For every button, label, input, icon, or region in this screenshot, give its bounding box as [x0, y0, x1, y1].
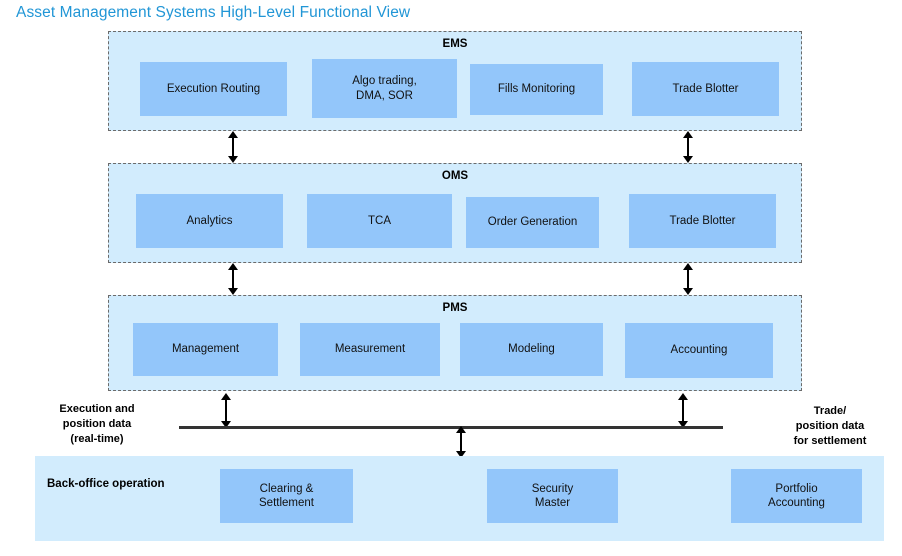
node-algo-trading-dma-sor[interactable]: Algo trading, DMA, SOR	[312, 59, 457, 118]
page-title: Asset Management Systems High-Level Func…	[16, 4, 411, 21]
layer-ems-title: EMS	[442, 38, 468, 50]
arrowhead-up-icon	[678, 393, 688, 400]
arrowhead-up-icon	[228, 263, 238, 270]
arrowhead-up-icon	[683, 131, 693, 138]
connector-oms-pms-left	[226, 263, 240, 295]
connector-pms-bus-right	[676, 393, 690, 428]
node-tca[interactable]: TCA	[307, 194, 452, 248]
arrow-shaft	[232, 137, 234, 157]
layer-pms-title: PMS	[442, 302, 468, 314]
arrowhead-up-icon	[221, 393, 231, 400]
node-analytics[interactable]: Analytics	[136, 194, 283, 248]
panel-back-office-title: Back-office operation	[47, 478, 165, 490]
arrowhead-up-icon	[228, 131, 238, 138]
connector-ems-oms-right	[681, 131, 695, 163]
node-management[interactable]: Management	[133, 323, 278, 376]
arrow-shaft	[460, 432, 462, 452]
node-modeling[interactable]: Modeling	[460, 323, 603, 376]
node-measurement[interactable]: Measurement	[300, 323, 440, 376]
arrowhead-down-icon	[683, 288, 693, 295]
node-accounting[interactable]: Accounting	[625, 323, 773, 378]
layer-oms-title: OMS	[441, 170, 469, 182]
arrowhead-down-icon	[683, 156, 693, 163]
arrowhead-down-icon	[228, 156, 238, 163]
arrowhead-down-icon	[221, 421, 231, 428]
arrowhead-up-icon	[456, 426, 466, 433]
node-portfolio-accounting[interactable]: Portfolio Accounting	[731, 469, 862, 523]
node-clearing-settlement[interactable]: Clearing & Settlement	[220, 469, 353, 523]
node-order-generation[interactable]: Order Generation	[466, 197, 599, 248]
arrowhead-down-icon	[678, 421, 688, 428]
caption-execution-position-data: Execution and position data (real-time)	[59, 403, 135, 445]
node-trade-blotter-oms[interactable]: Trade Blotter	[629, 194, 776, 248]
connector-pms-bus-left	[219, 393, 233, 428]
arrow-shaft	[225, 399, 227, 422]
connector-ems-oms-left	[226, 131, 240, 163]
arrowhead-up-icon	[683, 263, 693, 270]
arrowhead-down-icon	[456, 451, 466, 458]
arrow-shaft	[687, 269, 689, 289]
caption-trade-position-data: Trade/ position data for settlement	[793, 405, 867, 447]
connector-oms-pms-right	[681, 263, 695, 295]
node-trade-blotter-ems[interactable]: Trade Blotter	[632, 62, 779, 116]
arrow-shaft	[232, 269, 234, 289]
node-security-master[interactable]: Security Master	[487, 469, 618, 523]
node-execution-routing[interactable]: Execution Routing	[140, 62, 287, 116]
arrow-shaft	[682, 399, 684, 422]
data-bus-line	[179, 426, 723, 429]
arrow-shaft	[687, 137, 689, 157]
arrowhead-down-icon	[228, 288, 238, 295]
connector-bus-backoffice	[454, 426, 468, 458]
node-fills-monitoring[interactable]: Fills Monitoring	[470, 64, 603, 115]
